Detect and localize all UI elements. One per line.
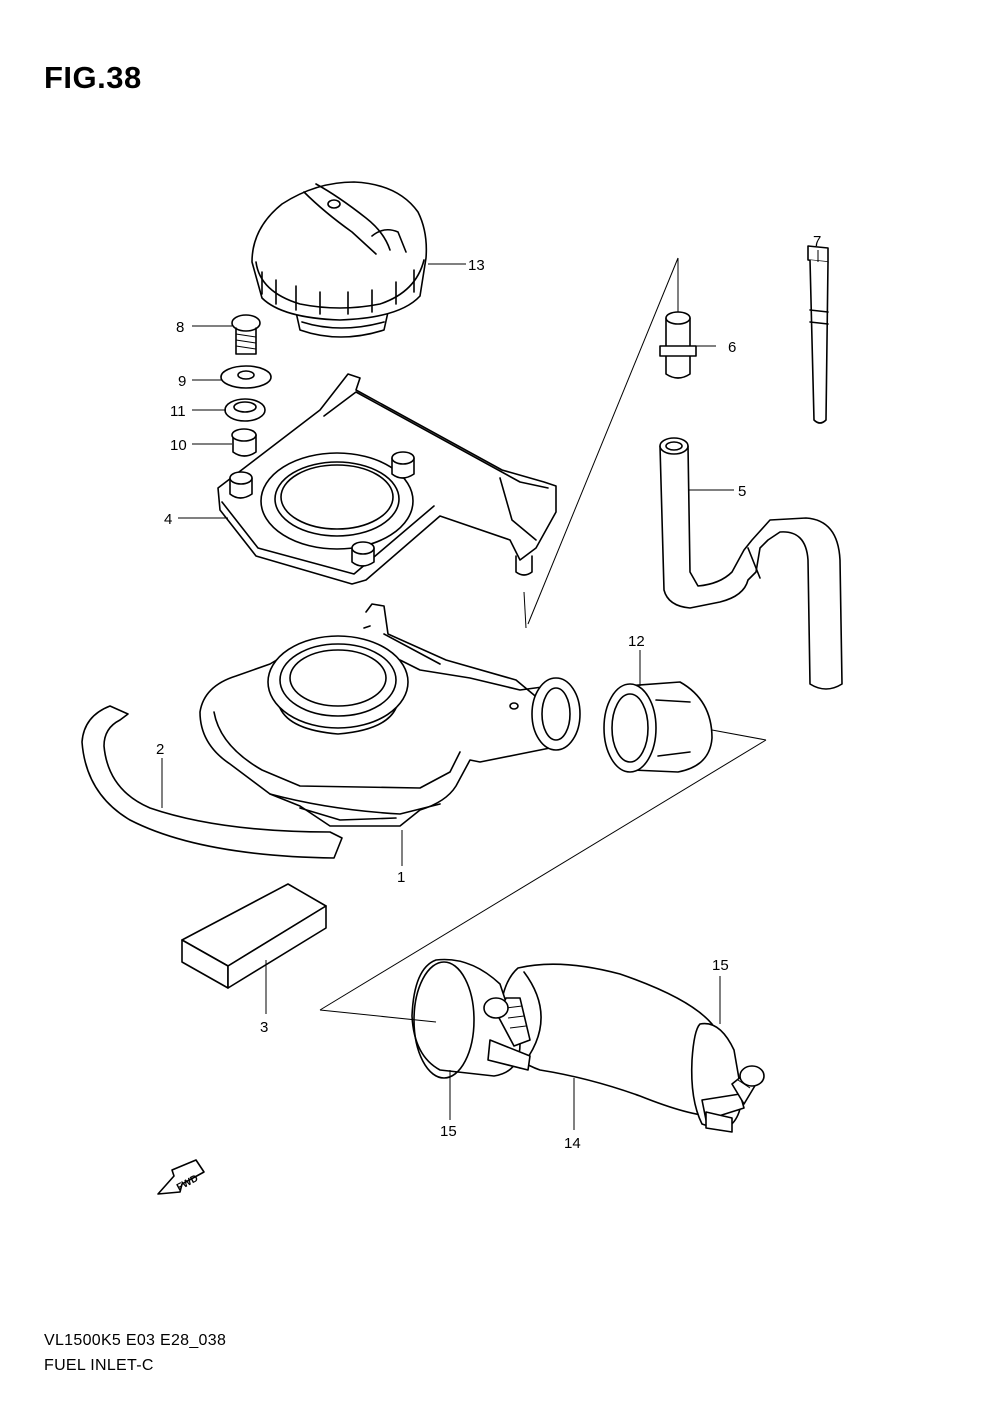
leader-lines [161, 250, 819, 1130]
callout-11: 11 [170, 403, 186, 420]
callout-3: 3 [260, 1019, 268, 1036]
assembly-guide-lines [319, 257, 767, 1023]
hose-part-5 [659, 437, 843, 690]
callout-10: 10 [170, 437, 187, 454]
callout-5: 5 [738, 483, 746, 500]
fuel-cap-part-13 [251, 181, 428, 338]
collar-part-10 [231, 428, 257, 457]
figure-title: FIG.38 [44, 60, 142, 95]
model-code: VL1500K5 E03 E28_038 [44, 1332, 227, 1349]
callout-labels: 8 9 11 10 4 13 6 7 5 12 2 1 3 15 15 14 [156, 233, 821, 1152]
grommet-part-11 [224, 398, 266, 422]
callout-8: 8 [176, 319, 184, 336]
clamp-part-15-left [411, 958, 531, 1079]
callout-14: 14 [564, 1135, 581, 1152]
callout-15-left: 15 [440, 1123, 457, 1140]
callout-15-right: 15 [712, 957, 729, 974]
hose-joint-part-12 [603, 681, 713, 773]
pad-part-3 [181, 883, 327, 989]
screw-part-8 [231, 314, 261, 355]
callout-9: 9 [178, 373, 186, 390]
strap-part-7 [807, 245, 829, 424]
connector-part-6 [659, 311, 697, 379]
callout-6: 6 [728, 339, 736, 356]
callout-2: 2 [156, 741, 164, 758]
fwd-arrow-icon: FWD [157, 1159, 205, 1195]
seal-strip-part-2 [81, 705, 343, 859]
figure-name: FUEL INLET-C [44, 1357, 154, 1374]
callout-12: 12 [628, 633, 645, 650]
clamp-part-15-right [690, 1022, 765, 1133]
callout-13: 13 [468, 257, 485, 274]
callout-7: 7 [813, 233, 821, 250]
washer-part-9 [220, 365, 272, 389]
callout-1: 1 [397, 869, 405, 886]
filler-body-part-1 [199, 603, 581, 827]
plate-part-4 [217, 373, 557, 585]
callout-4: 4 [164, 511, 172, 528]
